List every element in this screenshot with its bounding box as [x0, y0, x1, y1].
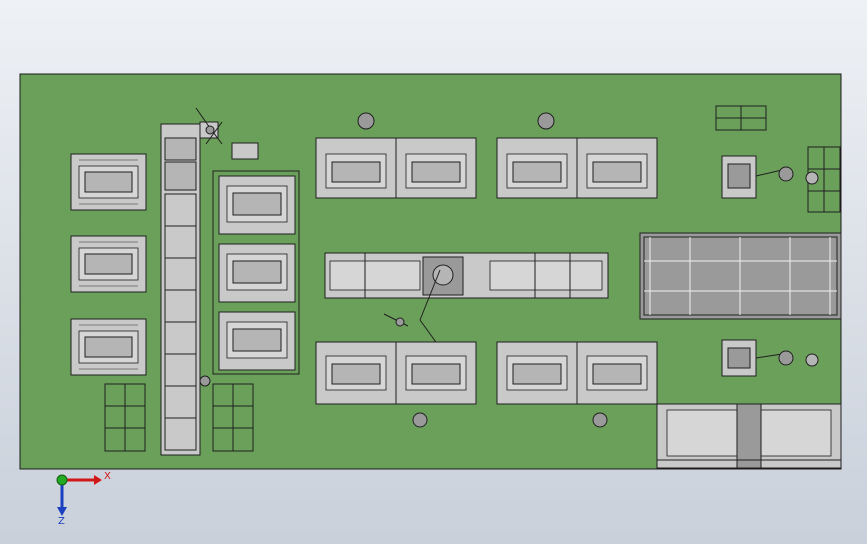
fixture-station: [218, 175, 296, 235]
transfer-robot-arm: [383, 269, 441, 346]
axis-triad-icon: X Z: [56, 471, 111, 527]
robot-arm: [195, 107, 223, 145]
bottom-right-enclosure: [656, 403, 842, 469]
control-cabinet: [231, 142, 259, 160]
fixture-station: [70, 153, 147, 211]
top-right-rack: [715, 105, 767, 131]
central-transfer-line: [324, 252, 609, 299]
robot-gripper: [592, 412, 608, 428]
left-fixture-stations: [70, 153, 147, 376]
robot-gripper: [357, 112, 375, 130]
fixture-station: [218, 311, 296, 371]
rack-frame-left: [104, 383, 146, 452]
rack-frame-middle: [212, 383, 254, 452]
welding-robot-cell: [721, 155, 819, 199]
robot-gripper: [537, 112, 555, 130]
robot-gripper: [412, 412, 428, 428]
middle-fixture-stations: [212, 170, 300, 375]
axis-x-label: X: [104, 471, 111, 482]
robot-base: [199, 375, 211, 387]
vertical-conveyor: [160, 123, 201, 456]
top-press-stations: [315, 112, 658, 199]
axis-z-label: Z: [58, 516, 65, 527]
large-grid-conveyor: [639, 232, 842, 320]
fixture-station: [218, 243, 296, 303]
bottom-press-stations: [315, 341, 658, 428]
fixture-station: [70, 318, 147, 376]
fixture-station: [70, 235, 147, 293]
welding-robot-cell: [721, 339, 819, 377]
